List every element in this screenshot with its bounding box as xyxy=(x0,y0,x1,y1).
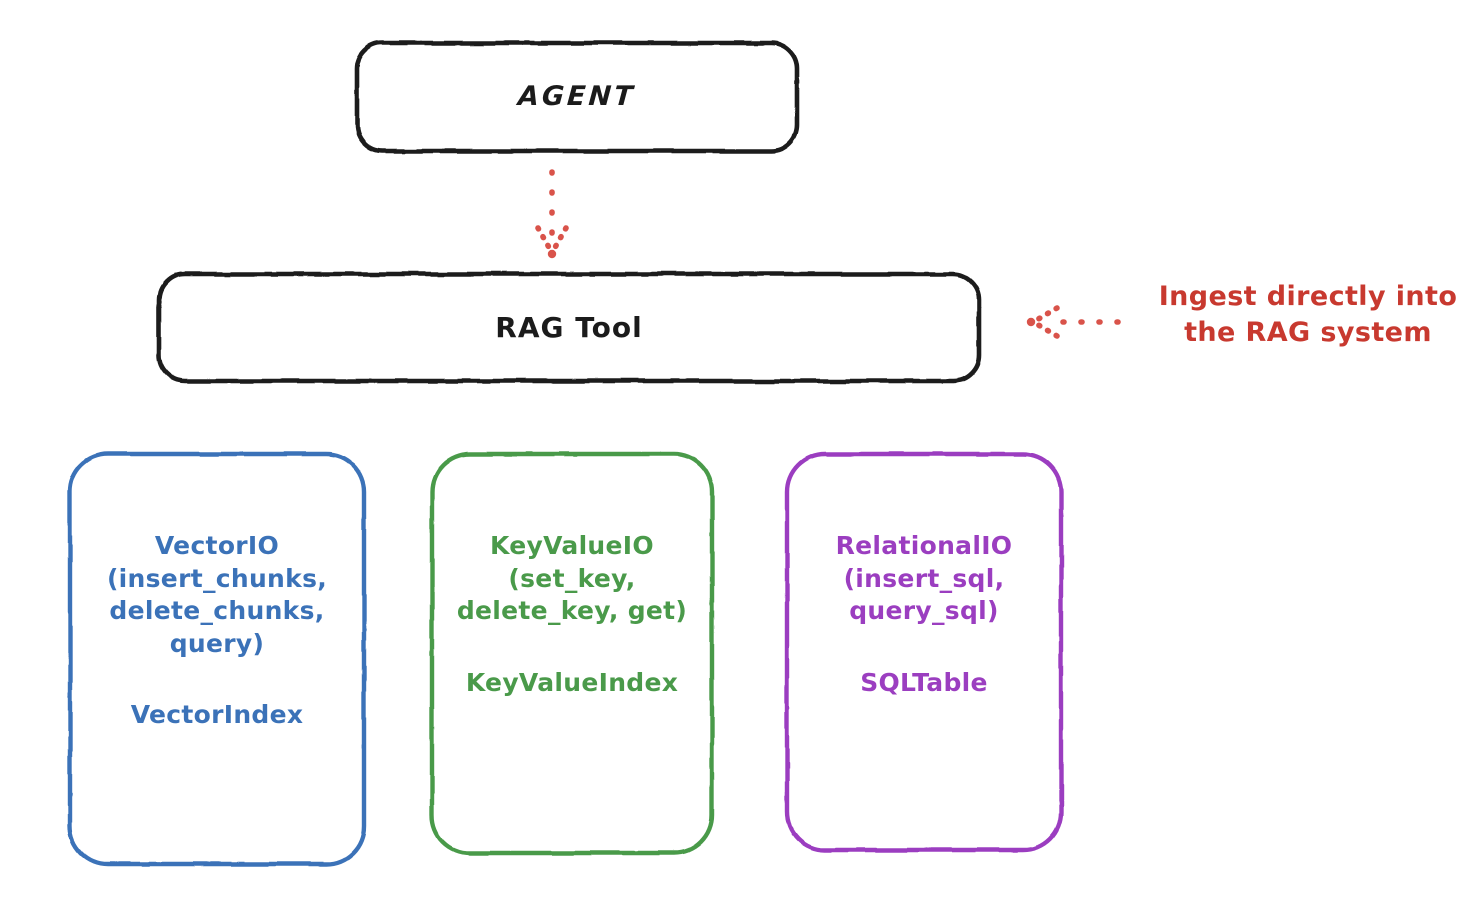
vector-io-content: VectorIO (insert_chunks, delete_chunks, … xyxy=(68,530,366,729)
vector-io-node[interactable]: VectorIO (insert_chunks, delete_chunks, … xyxy=(68,452,366,867)
vector-io-api-label: VectorIO (insert_chunks, delete_chunks, … xyxy=(106,531,328,658)
relational-io-content: RelationalIO (insert_sql, query_sql) SQL… xyxy=(785,530,1063,697)
relational-io-api-label: RelationalIO (insert_sql, query_sql) xyxy=(835,531,1013,625)
keyvalue-io-api-label: KeyValueIO (set_key, delete_key, get) xyxy=(456,531,688,625)
agent-box-outline xyxy=(354,40,800,154)
keyvalue-io-index-label: KeyValueIndex xyxy=(465,667,679,697)
agent-to-rag-tool-connector xyxy=(535,169,569,259)
vector-io-box-outline xyxy=(67,451,367,867)
rag-tool-node[interactable]: RAG Tool xyxy=(157,272,981,383)
rag-tool-label: RAG Tool xyxy=(495,310,643,344)
relational-io-index-label: SQLTable xyxy=(860,667,988,697)
agent-node[interactable]: AGENT xyxy=(355,41,799,153)
ingest-to-rag-tool-connector xyxy=(1026,305,1121,339)
ingest-annotation-text: Ingest directly into the RAG system xyxy=(1158,281,1458,348)
keyvalue-io-node[interactable]: KeyValueIO (set_key, delete_key, get) Ke… xyxy=(430,452,714,856)
relational-io-node[interactable]: RelationalIO (insert_sql, query_sql) SQL… xyxy=(785,452,1063,853)
agent-to-rag-tool-arrowhead xyxy=(535,225,569,259)
ingest-arrowhead xyxy=(1026,305,1060,339)
vector-io-index-label: VectorIndex xyxy=(130,700,304,729)
rag-tool-box-outline xyxy=(156,271,982,384)
keyvalue-io-box-outline xyxy=(429,451,715,856)
relational-io-box-outline xyxy=(784,451,1064,853)
keyvalue-io-content: KeyValueIO (set_key, delete_key, get) Ke… xyxy=(430,530,714,697)
agent-label: AGENT xyxy=(517,80,637,112)
